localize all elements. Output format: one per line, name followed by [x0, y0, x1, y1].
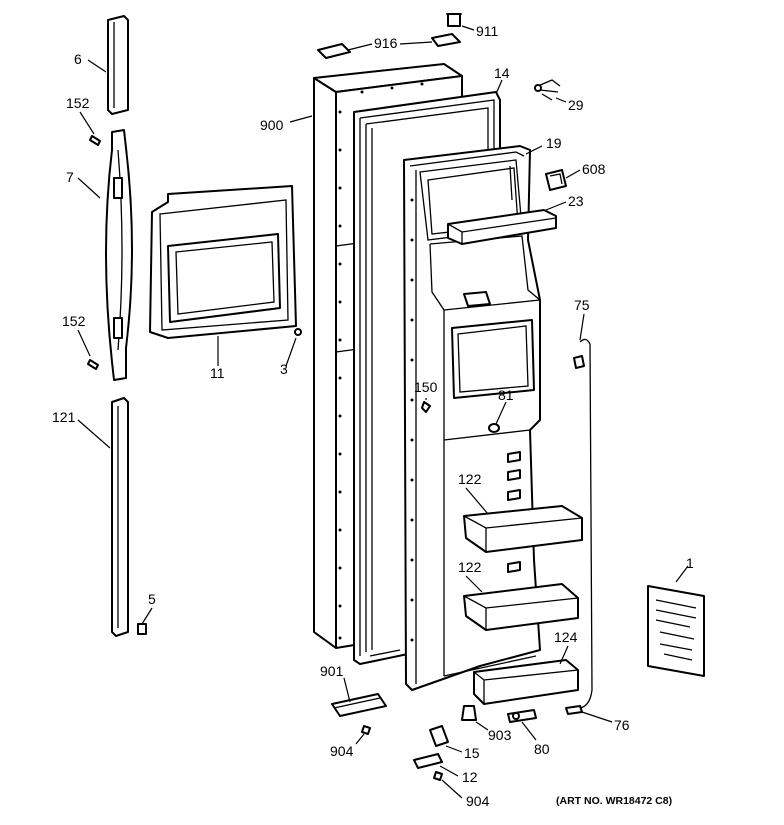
part-12-hinge-plate [413, 753, 443, 769]
part-904-screw-left [361, 725, 371, 735]
part-122-bin-lower [463, 583, 579, 631]
door-shell-holes [338, 82, 424, 640]
part-608-switch [545, 169, 567, 191]
callout-152-top: 152 [66, 95, 90, 111]
part-80-valve [507, 709, 537, 723]
part-6-handle-trim-top [107, 15, 129, 115]
callout-3: 3 [280, 361, 288, 377]
part-29-wire-harness [534, 79, 561, 101]
part-150-screw [421, 401, 431, 413]
callout-121: 121 [52, 409, 76, 425]
part-5-clip [137, 623, 147, 635]
callout-75: 75 [574, 297, 590, 313]
callout-152-bottom: 152 [62, 313, 86, 329]
callout-916: 916 [374, 35, 398, 51]
callout-904-bottom: 904 [466, 793, 490, 809]
part-75-wire [573, 338, 593, 709]
part-904-screw-bottom [433, 771, 443, 781]
callout-5: 5 [148, 591, 156, 607]
callout-903: 903 [488, 727, 512, 743]
part-1-literature [647, 585, 705, 677]
part-3-screw [294, 328, 302, 336]
callout-labels: 6 152 7 152 121 5 11 3 900 916 911 14 29… [52, 23, 694, 809]
part-903-plug [461, 705, 477, 721]
callout-124: 124 [554, 629, 578, 645]
callout-904-left: 904 [330, 743, 354, 759]
callout-6: 6 [74, 51, 82, 67]
callout-19: 19 [546, 135, 562, 151]
callout-1: 1 [686, 555, 694, 571]
leader-lines [77, 25, 689, 799]
callout-29: 29 [568, 97, 584, 113]
callout-12: 12 [462, 769, 478, 785]
callout-122-lower: 122 [458, 559, 482, 575]
callout-76: 76 [614, 717, 630, 733]
callout-911: 911 [476, 23, 499, 39]
part-7-handle [105, 129, 133, 381]
part-121-handle-trim-bottom [111, 397, 129, 637]
part-916-tape-right [431, 33, 461, 47]
callout-15: 15 [464, 745, 480, 761]
part-23-shelf [447, 209, 557, 245]
callout-81: 81 [498, 387, 514, 403]
part-76-tube [565, 705, 583, 715]
callout-122-upper: 122 [458, 471, 482, 487]
part-901-bracket [331, 693, 387, 717]
callout-901: 901 [320, 663, 344, 679]
part-916-tape-left [317, 43, 351, 59]
part-124-bin-bottom [473, 659, 579, 705]
callout-7: 7 [66, 169, 74, 185]
callout-14: 14 [494, 65, 510, 81]
part-911-cap [446, 13, 462, 27]
part-81-cap [488, 423, 500, 433]
callout-900: 900 [260, 117, 284, 133]
part-15-hinge-block [429, 725, 449, 747]
liner-holes [410, 198, 414, 642]
part-152-screw-bottom [87, 359, 99, 370]
part-11-panel [149, 185, 297, 339]
art-number: (ART NO. WR18472 C8) [556, 795, 672, 807]
part-122-bin-upper [463, 505, 583, 553]
callout-11: 11 [210, 365, 225, 381]
callout-23: 23 [568, 193, 584, 209]
callout-608: 608 [582, 161, 606, 177]
callout-150: 150 [414, 379, 438, 395]
part-19-door-liner [403, 145, 541, 691]
part-152-screw-top [89, 135, 101, 146]
callout-80: 80 [534, 741, 550, 757]
